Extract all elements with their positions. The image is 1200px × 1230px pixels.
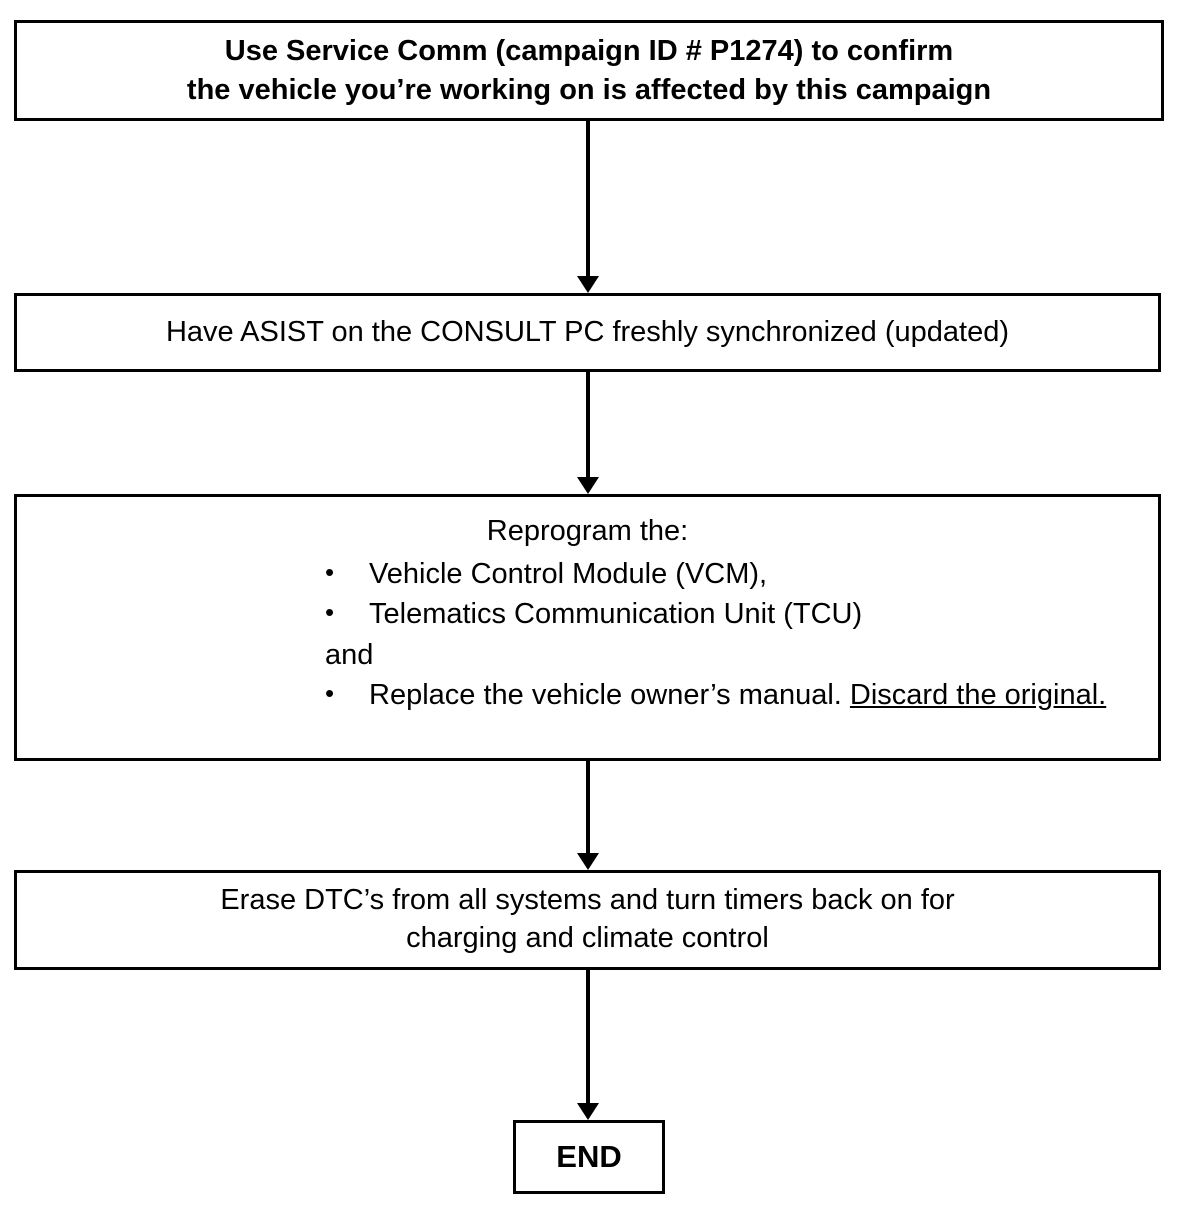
connector-line [586, 121, 590, 276]
node-erase-dtc-text: Erase DTC’s from all systems and turn ti… [220, 884, 955, 954]
list-item: • Replace the vehicle owner’s manual. Di… [17, 676, 1158, 714]
bullet-icon: • [325, 677, 335, 708]
flowchart-node-end: END [513, 1120, 665, 1194]
arrowhead-down-icon [577, 1103, 599, 1120]
arrowhead-down-icon [577, 853, 599, 870]
list-item: • Vehicle Control Module (VCM), [17, 555, 1158, 593]
conjunction-label: and [325, 638, 374, 671]
arrowhead-down-icon [577, 276, 599, 293]
list-item-label-plain: Replace the vehicle owner’s manual. [369, 678, 850, 711]
list-item-label-underlined: Discard the original. [849, 678, 1107, 711]
list-item: • Telematics Communication Unit (TCU) [17, 595, 1158, 633]
node-confirm-campaign-text: Use Service Comm (campaign ID # P1274) t… [186, 34, 992, 106]
node-end-text: END [556, 1139, 622, 1175]
reprogram-item-list: • Vehicle Control Module (VCM), • Telema… [17, 555, 1158, 716]
connector-line [586, 761, 590, 853]
connector-line [586, 372, 590, 477]
bullet-icon: • [325, 597, 335, 628]
reprogram-content: Reprogram the: • Vehicle Control Module … [17, 497, 1158, 758]
flowchart-node-asist-sync: Have ASIST on the CONSULT PC freshly syn… [14, 293, 1161, 372]
list-item-label: Replace the vehicle owner’s manual. Disc… [369, 676, 1158, 714]
arrowhead-down-icon [577, 477, 599, 494]
flowchart-node-reprogram: Reprogram the: • Vehicle Control Module … [14, 494, 1161, 761]
list-item-label: Vehicle Control Module (VCM), [369, 558, 768, 590]
bullet-icon: • [325, 557, 335, 587]
node-asist-sync-text: Have ASIST on the CONSULT PC freshly syn… [165, 315, 1009, 348]
reprogram-heading: Reprogram the: [486, 515, 689, 547]
list-item-label: Telematics Communication Unit (TCU) [369, 598, 863, 631]
flowchart-node-erase-dtc: Erase DTC’s from all systems and turn ti… [14, 870, 1161, 970]
connector-line [586, 970, 590, 1103]
flowchart-node-confirm-campaign: Use Service Comm (campaign ID # P1274) t… [14, 20, 1164, 121]
